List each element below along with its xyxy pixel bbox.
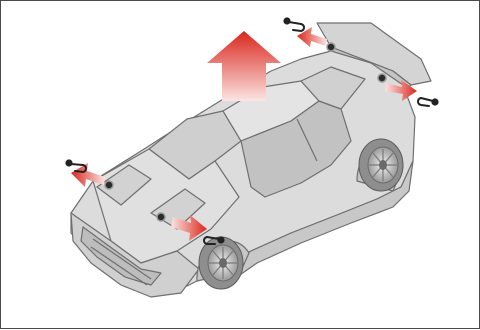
pull-arrow-icon <box>297 27 327 47</box>
mount-hole-icon <box>377 73 387 83</box>
side-window <box>240 100 352 198</box>
body-clip-icon <box>65 159 87 174</box>
pull-arrow-icon <box>71 163 105 187</box>
mount-hole-icon <box>326 42 336 52</box>
body-clip-icon <box>283 17 305 33</box>
pull-arrow-icon <box>171 215 207 241</box>
body-clip-icon <box>417 97 439 107</box>
rear-glass <box>300 66 366 110</box>
rear-wheel <box>358 138 404 192</box>
lift-up-arrow-icon <box>207 31 281 101</box>
front-wheel <box>198 236 244 290</box>
pull-arrow-icon <box>385 80 417 101</box>
body-clips <box>65 17 439 245</box>
grille <box>80 226 162 286</box>
mount-hole-icon <box>104 180 114 190</box>
pull-arrows <box>71 27 417 241</box>
body-clip-icon <box>203 236 225 245</box>
mount-holes <box>104 42 387 222</box>
hood-scoop <box>96 164 152 206</box>
mount-hole-icon <box>156 212 166 222</box>
front-bumper <box>70 212 200 298</box>
